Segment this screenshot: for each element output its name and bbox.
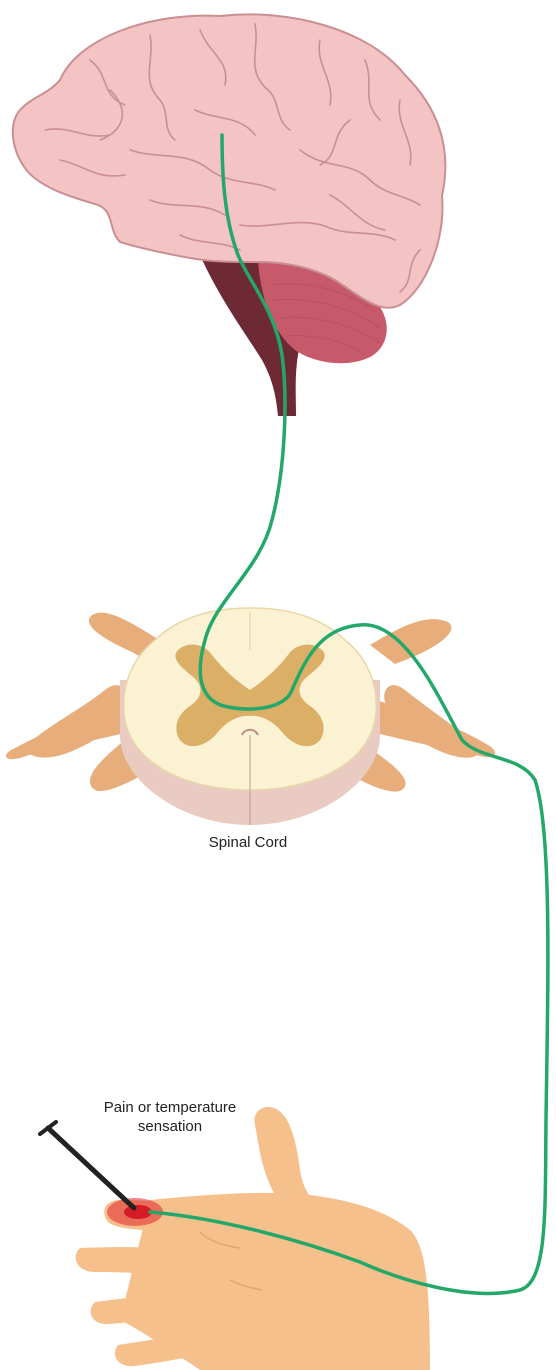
spinal-cord-cross-section xyxy=(6,608,495,825)
injury-core xyxy=(124,1205,152,1219)
hand xyxy=(76,1107,430,1370)
stimulus-label-line-2: sensation xyxy=(60,1117,280,1136)
pin-needle xyxy=(48,1128,134,1208)
stimulus-label: Pain or temperature sensation xyxy=(60,1098,280,1136)
left-ganglion xyxy=(25,685,126,757)
right-ganglion xyxy=(384,685,480,758)
stimulus-label-line-1: Pain or temperature xyxy=(60,1098,280,1117)
spinal-cord-label: Spinal Cord xyxy=(178,834,318,852)
